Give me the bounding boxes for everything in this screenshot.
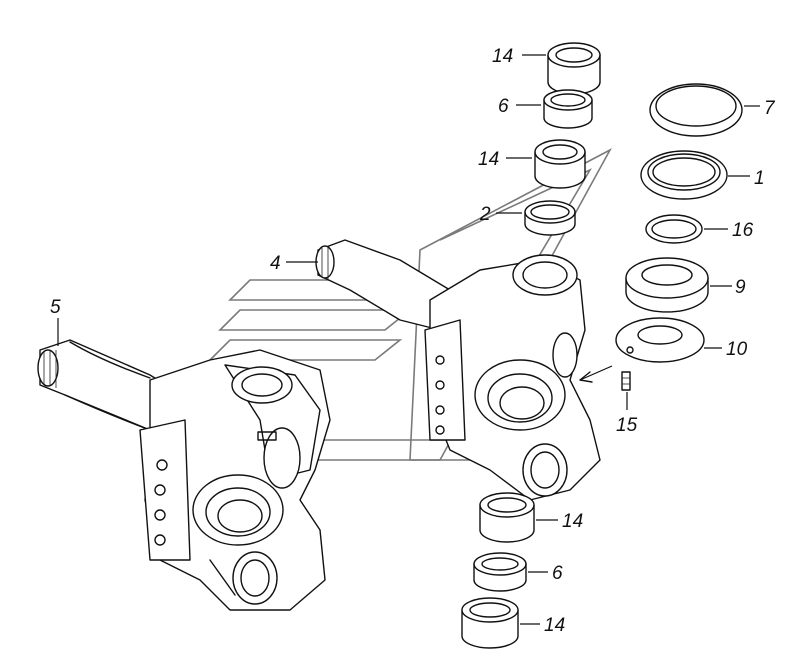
callout-15: 15 bbox=[616, 415, 638, 436]
callout-labels: 14 6 14 2 4 5 7 1 16 9 10 15 14 6 14 bbox=[50, 46, 776, 636]
callout-14-low: 14 bbox=[562, 511, 583, 532]
callout-10: 10 bbox=[726, 339, 748, 360]
steering-knuckle-right bbox=[315, 239, 601, 501]
callout-1: 1 bbox=[754, 168, 765, 189]
upper-bearing-stack bbox=[524, 42, 601, 236]
lower-bearing-stack bbox=[461, 492, 535, 649]
callout-6-top: 6 bbox=[498, 96, 509, 117]
callout-2: 2 bbox=[479, 204, 491, 225]
callout-14-bot: 14 bbox=[544, 615, 565, 636]
callout-7: 7 bbox=[764, 98, 776, 119]
steering-knuckle-left bbox=[37, 339, 331, 611]
thrust-bearing-stack bbox=[579, 83, 743, 391]
callout-9: 9 bbox=[735, 277, 746, 298]
callout-14-mid: 14 bbox=[478, 149, 499, 170]
callout-6-low: 6 bbox=[552, 563, 563, 584]
callout-14-top: 14 bbox=[492, 46, 513, 67]
callout-5: 5 bbox=[50, 297, 61, 318]
leader-lines bbox=[57, 54, 760, 625]
callout-4: 4 bbox=[270, 253, 281, 274]
callout-16: 16 bbox=[732, 220, 754, 241]
